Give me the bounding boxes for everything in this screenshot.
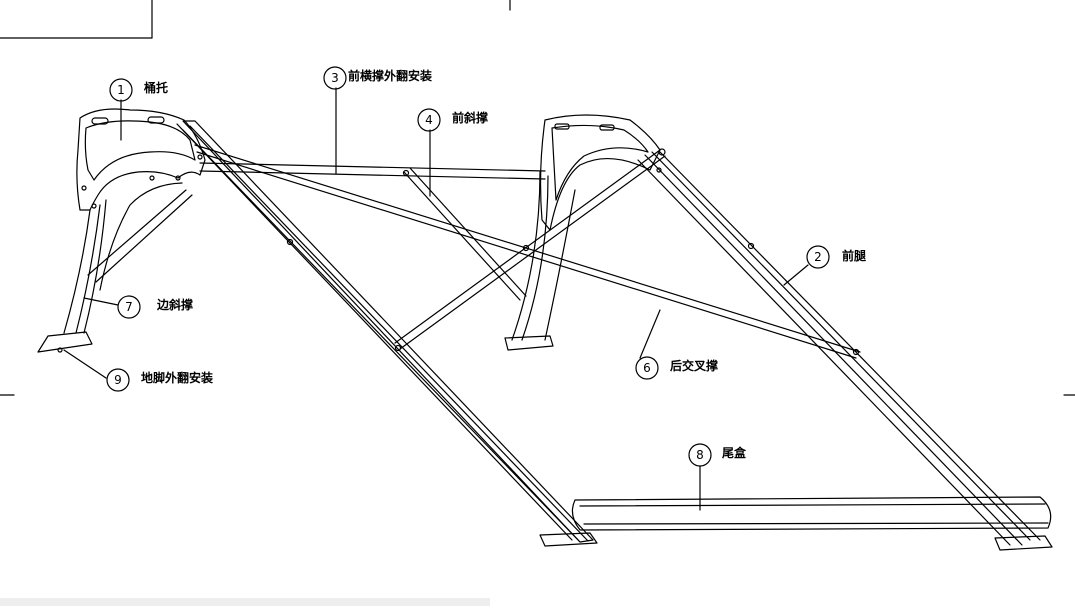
callout-circle-7 (117, 295, 141, 319)
front-diagonal-brace (402, 167, 527, 301)
tail-box (571, 496, 1052, 531)
callout-label-2: 前腿 (842, 248, 867, 263)
callout-circle-9 (106, 368, 130, 392)
right-back-leg (504, 171, 576, 351)
callout-number-7: 7 (125, 300, 133, 314)
callout-label-3: 前横撑外翻安装 (348, 68, 432, 83)
callout-circle-1 (109, 78, 133, 102)
left-back-leg (37, 182, 183, 353)
callout-label-1: 桶托 (144, 80, 168, 95)
leader-lines (63, 87, 809, 511)
callout-circle-4 (417, 108, 441, 132)
callout-number-1: 1 (117, 83, 125, 97)
callout-number-8: 8 (696, 448, 704, 462)
footer-bar (0, 598, 490, 606)
front-horizontal-brace (199, 162, 546, 180)
callout-number-6: 6 (643, 361, 651, 375)
callout-label-6: 后交叉撑 (670, 358, 718, 373)
left-bucket-holder (76, 108, 206, 211)
callout-circle-6 (635, 356, 659, 380)
rear-cross-brace-a (194, 144, 861, 359)
callout-number-2: 2 (814, 250, 822, 264)
callout-number-9: 9 (114, 373, 122, 387)
callout-number-3: 3 (331, 71, 339, 85)
callout-label-7: 边斜撑 (156, 297, 193, 312)
callout-circle-2 (806, 245, 830, 269)
callout-label-8: 尾盒 (722, 445, 747, 460)
callout-circle-3 (323, 66, 347, 90)
callout-number-4: 4 (425, 113, 433, 127)
callout-label-4: 前斜撑 (452, 110, 488, 125)
left-side-brace (87, 189, 193, 283)
title-block-frame (0, 0, 1075, 396)
callout-label-9: 地脚外翻安装 (141, 370, 213, 385)
right-bucket-holder (539, 114, 661, 231)
left-front-leg (176, 120, 598, 547)
right-front-leg (637, 151, 1053, 551)
callout-circle-8 (688, 443, 712, 467)
